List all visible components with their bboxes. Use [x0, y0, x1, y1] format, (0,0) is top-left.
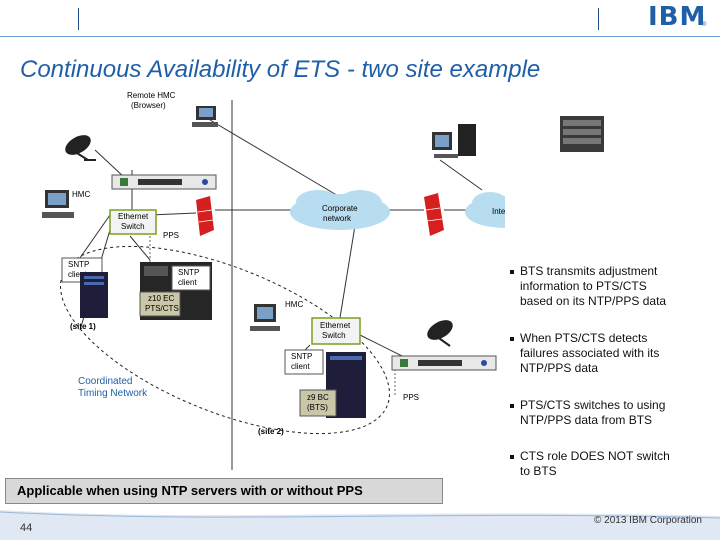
remote-hmc-label: Remote HMC	[127, 91, 176, 100]
header-divider-left	[78, 8, 79, 30]
trademark-mark: ®	[702, 22, 707, 28]
pts-cts-server-label: z10 EC	[148, 294, 174, 303]
ethernet-switch-label: Ethernet	[118, 212, 149, 221]
ethernet-switch-sublabel: Switch	[322, 331, 346, 340]
sntp-client-sublabel: client	[178, 278, 197, 287]
ibm-logo: IBM	[648, 2, 707, 32]
hmc-pc-icon	[42, 190, 74, 218]
hmc-label: HMC	[72, 190, 90, 199]
bts-server-sublabel: (BTS)	[307, 403, 328, 412]
remote-hmc-pc-icon	[192, 106, 218, 127]
satellite-dish-icon	[65, 135, 96, 161]
bts-server-label: z9 BC	[307, 393, 329, 402]
ethernet-switch-label: Ethernet	[320, 321, 351, 330]
sntp-client-box	[171, 265, 211, 291]
pps-label: PPS	[163, 231, 179, 240]
rack-server-icon	[560, 116, 604, 152]
site2-label: (site 2)	[258, 427, 284, 436]
copyright: © 2013 IBM Corporation	[594, 515, 702, 526]
page-title: Continuous Availability of ETS - two sit…	[20, 56, 541, 83]
ntp-server-icon	[111, 174, 217, 190]
sntp-client-box	[284, 349, 324, 375]
sntp-client-sublabel: client	[291, 362, 310, 371]
applicability-note: Applicable when using NTP servers with o…	[5, 478, 443, 504]
header-divider-right	[598, 8, 599, 30]
firewall-icon	[424, 193, 444, 236]
pts-cts-server-sublabel: PTS/CTS	[145, 304, 179, 313]
bts-server-box	[299, 389, 337, 417]
sntp-client-sublabel: client	[68, 270, 87, 279]
sntp-client-label: SNTP	[68, 260, 89, 269]
remote-hmc-sublabel: (Browser)	[131, 101, 166, 110]
ntp-server-icon	[391, 355, 497, 371]
bullet-icon	[510, 269, 514, 274]
hmc-pc-icon	[250, 304, 280, 331]
corporate-network-cloud-icon	[290, 190, 390, 230]
sntp-client-label: SNTP	[291, 352, 312, 361]
satellite-dish-icon	[427, 320, 453, 347]
corporate-network-label: Corporate	[322, 204, 358, 213]
site1-label: (site 1)	[70, 322, 96, 331]
corporate-network-sublabel: network	[323, 214, 352, 223]
internet-label: Internet	[492, 207, 505, 216]
bullet-icon	[510, 403, 514, 408]
mainframe-icon	[80, 272, 108, 318]
footer-band	[0, 510, 720, 540]
bullet-icon	[510, 454, 514, 459]
internet-cloud-icon	[465, 192, 505, 228]
ethernet-switch	[311, 317, 361, 345]
ethernet-switch	[109, 209, 157, 235]
pts-cts-server-box	[139, 291, 181, 317]
ctn-label: Coordinated	[78, 376, 132, 387]
network-diagram: Remote HMC (Browser) HMC Ethernet Switch…	[42, 91, 505, 470]
pc-workstation-icon	[432, 124, 476, 158]
header-rule	[0, 36, 720, 37]
hmc-label: HMC	[285, 300, 303, 309]
ctn-sublabel: Timing Network	[78, 388, 148, 399]
page-number: 44	[20, 522, 33, 534]
sntp-client-label: SNTP	[178, 268, 199, 277]
bullet-icon	[510, 336, 514, 341]
ethernet-switch-sublabel: Switch	[121, 222, 145, 231]
firewall-icon	[196, 196, 214, 236]
pps-label: PPS	[403, 393, 419, 402]
